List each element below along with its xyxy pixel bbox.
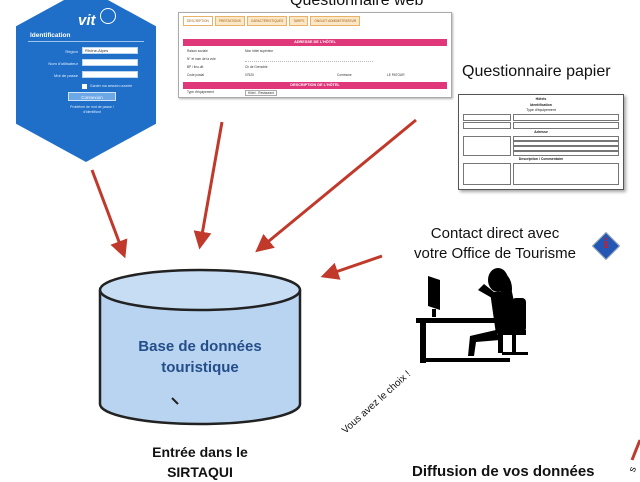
password-field[interactable]: [82, 71, 138, 78]
company-name-field[interactable]: Mon hôtel supérieur: [245, 49, 274, 53]
info-icon: i: [603, 236, 609, 252]
street-field[interactable]: [245, 61, 373, 62]
logo-circle-icon: [100, 8, 116, 24]
paper-section-identification: Identification: [530, 103, 552, 107]
paper-cell: [463, 136, 511, 156]
row-label: Raison sociale: [187, 49, 208, 53]
diffusion-title: Diffusion de vos données: [412, 463, 595, 480]
row-label: Type d'équipement: [187, 90, 214, 94]
database-caption: Entrée dans le SIRTAQUI: [110, 442, 290, 482]
arrow-web-to-db: [193, 121, 224, 250]
paper-cell: [513, 114, 619, 121]
username-field[interactable]: [82, 59, 138, 66]
postcode-field[interactable]: 07520: [245, 73, 254, 77]
form-row: BP / lieu-dit Ch de Grenoble: [187, 65, 443, 71]
database-cylinder: [98, 268, 302, 426]
tab-description[interactable]: DESCRIPTION: [183, 16, 213, 26]
form-row: Raison sociale Mon hôtel supérieur: [187, 49, 443, 55]
paper-cell: [513, 163, 619, 185]
locality-field[interactable]: Ch de Grenoble: [245, 65, 268, 69]
row-label: N° et nom de la voie: [187, 57, 216, 61]
tab-bar: DESCRIPTION PRESTATIONS CARACTÉRISTIQUES…: [183, 16, 447, 26]
form-row: N° et nom de la voie: [187, 57, 443, 63]
connect-button[interactable]: Connexion: [68, 92, 116, 101]
tab-tarifs[interactable]: TARIFS: [289, 16, 309, 26]
arrow-contact-to-db: [320, 254, 383, 280]
row-label: BP / lieu-dit: [187, 65, 204, 69]
person-at-computer-silhouette: [416, 268, 528, 363]
caption-line-1: Entrée dans le: [152, 444, 248, 460]
contact-text: Contact direct avec votre Office de Tour…: [400, 224, 590, 264]
region-label: Région: [65, 49, 78, 54]
password-label: Mot de passe: [53, 73, 78, 78]
paper-cell: [513, 136, 619, 141]
form-row: Type d'équipement Hôtel - Restaurant: [187, 90, 443, 96]
remember-label: Garder ma session ouverte: [90, 84, 133, 88]
database-line-2: touristique: [161, 359, 239, 376]
caption-line-2: SIRTAQUI: [167, 464, 233, 480]
paper-cell: [513, 151, 619, 156]
database-label: Base de données touristique: [110, 336, 290, 378]
username-label: Nom d'utilisateur: [48, 61, 78, 66]
equipment-type-select[interactable]: Hôtel - Restaurant: [245, 90, 277, 96]
paper-cell: [513, 141, 619, 146]
paper-cell: [463, 163, 511, 185]
form-row: Code postal 07520 Commune LE PATOUR: [187, 73, 443, 79]
tab-prestations[interactable]: PRESTATIONS: [214, 16, 245, 26]
arrow-paper-to-db: [255, 118, 417, 253]
paper-questionnaire-title: Questionnaire papier: [462, 63, 611, 80]
tab-caracteristiques[interactable]: CARACTÉRISTIQUES: [246, 16, 288, 26]
database-line-1: Base de données: [138, 338, 262, 355]
divider: [28, 41, 144, 42]
address-section-header: ADRESSE DE L'HÔTEL: [183, 39, 447, 46]
paper-cell: [463, 122, 511, 129]
vit-logo: vit: [78, 12, 96, 29]
contact-line-1: Contact direct avec: [430, 225, 560, 242]
login-widget: vit Identification Région Rhône-Alpes No…: [16, 0, 156, 162]
paper-cell: [513, 146, 619, 151]
paper-cell: [513, 122, 619, 129]
paper-subsection: Type d'équipement: [526, 108, 556, 112]
paper-questionnaire: Hôtels Identification Type d'équipement …: [458, 94, 624, 190]
contact-line-2: votre Office de Tourisme: [413, 245, 577, 262]
web-questionnaire: DESCRIPTION PRESTATIONS CARACTÉRISTIQUES…: [178, 12, 452, 98]
region-select[interactable]: Rhône-Alpes: [82, 47, 138, 54]
commune-field[interactable]: LE PATOUR: [387, 73, 405, 77]
tab-admin[interactable]: ONGLET ADMINISTRATEUR: [310, 16, 361, 26]
paper-section-address: Adresse: [534, 130, 548, 134]
login-title: Identification: [30, 32, 71, 39]
paper-cell: [463, 114, 511, 121]
forgot-password-link[interactable]: Problème de mot de passe / d'identifiant: [70, 105, 114, 114]
remember-checkbox[interactable]: [82, 84, 87, 89]
row-label: Code postal: [187, 73, 205, 77]
arrow-diffusion: [630, 439, 640, 461]
paper-section-description: Description / Commentaire: [518, 157, 564, 161]
paper-header: Hôtels: [535, 97, 547, 101]
description-section-header: DESCRIPTION DE L'HÔTEL: [183, 82, 447, 89]
web-questionnaire-title: Questionnaire web: [290, 0, 424, 9]
commune-label: Commune: [337, 73, 352, 77]
arrow-login-to-db: [90, 169, 128, 259]
